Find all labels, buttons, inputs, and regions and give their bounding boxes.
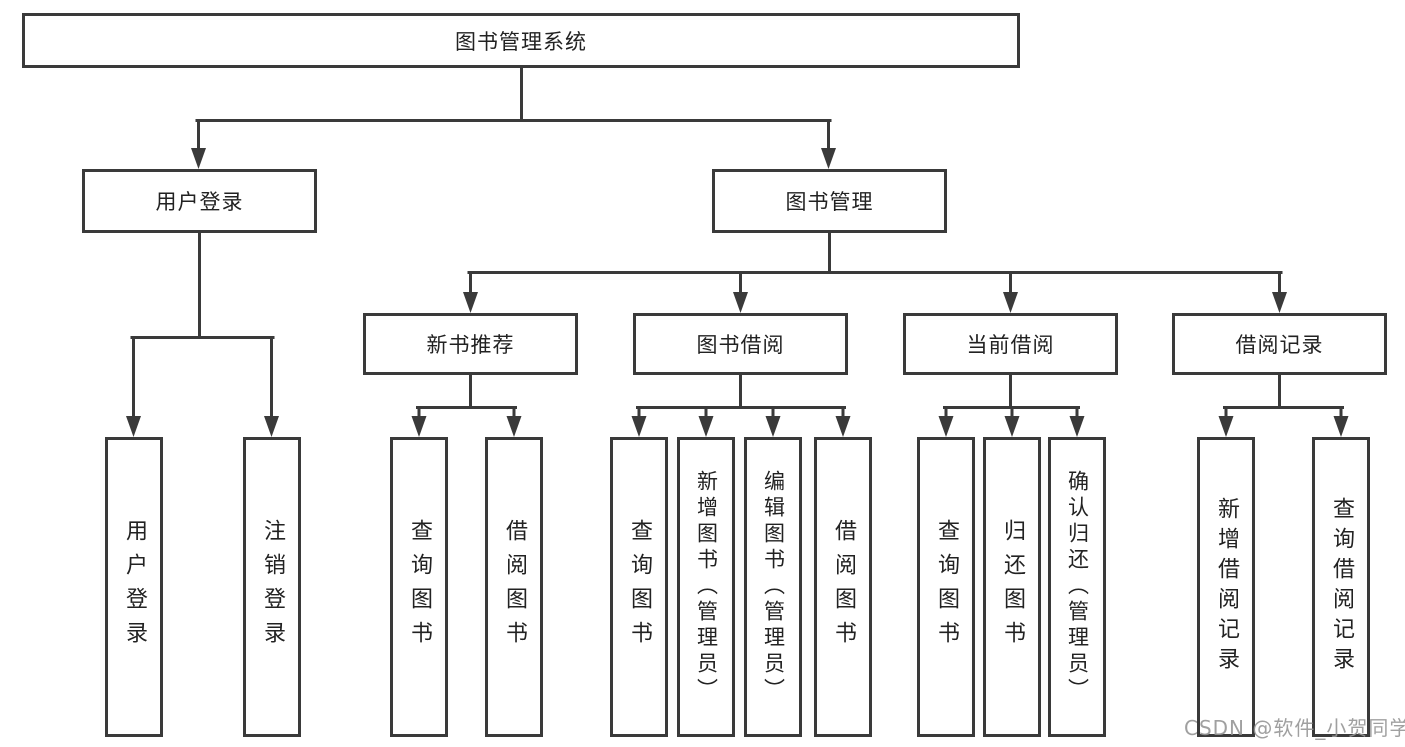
- node-borrow-records: 借阅记录: [1172, 313, 1387, 375]
- arrowhead-icon: [191, 148, 206, 169]
- arrowhead-icon: [938, 416, 954, 437]
- arrowhead-icon: [1333, 416, 1349, 437]
- leaf-current-return-books: 归还图书: [983, 437, 1041, 737]
- arrowhead-icon: [1003, 292, 1018, 313]
- connector-book-borrow-to-leaves: [636, 373, 846, 419]
- arrowhead-icon: [1004, 416, 1020, 437]
- connector-new-book-recommend-to-leaves: [416, 373, 517, 419]
- arrowhead-icon: [631, 416, 647, 437]
- connector-root-to-level2: [195, 66, 832, 150]
- arrowhead-icon: [1218, 416, 1234, 437]
- watermark: CSDN @软件_小贺同学: [1184, 716, 1405, 740]
- node-book-management: 图书管理: [712, 169, 947, 233]
- arrowhead-icon: [733, 292, 748, 313]
- node-book-borrow: 图书借阅: [633, 313, 848, 375]
- connector-book-management-to-level3: [467, 231, 1283, 295]
- connector-current-borrow-to-leaves: [943, 373, 1080, 419]
- connector-user-login-to-leaves: [130, 231, 275, 419]
- node-library-system: 图书管理系统: [22, 13, 1020, 68]
- node-new-book-recommend: 新书推荐: [363, 313, 578, 375]
- leaf-current-confirm-return-admin: 确认归还（管理员）: [1048, 437, 1106, 737]
- arrowhead-icon: [1272, 292, 1287, 313]
- node-current-borrow: 当前借阅: [903, 313, 1118, 375]
- leaf-current-query-books: 查询图书: [917, 437, 975, 737]
- arrowhead-icon: [821, 148, 836, 169]
- leaf-recommend-query-books: 查询图书: [390, 437, 448, 737]
- leaf-recommend-borrow-books: 借阅图书: [485, 437, 543, 737]
- arrowhead-icon: [835, 416, 851, 437]
- leaf-records-add-record: 新增借阅记录: [1197, 437, 1255, 737]
- arrowhead-icon: [463, 292, 478, 313]
- node-user-login: 用户登录: [82, 169, 317, 233]
- arrowhead-icon: [506, 416, 522, 437]
- leaf-records-query-record: 查询借阅记录: [1312, 437, 1370, 737]
- leaf-user-login: 用户登录: [105, 437, 163, 737]
- connector-borrow-records-to-leaves: [1223, 373, 1344, 419]
- arrowhead-icon: [1069, 416, 1085, 437]
- arrowhead-icon: [126, 416, 141, 437]
- leaf-borrow-add-books-admin: 新增图书（管理员）: [677, 437, 735, 737]
- arrowhead-icon: [698, 416, 714, 437]
- arrowhead-icon: [264, 416, 279, 437]
- arrowhead-icon: [411, 416, 427, 437]
- arrowhead-icon: [765, 416, 781, 437]
- leaf-borrow-borrow-books: 借阅图书: [814, 437, 872, 737]
- leaf-borrow-edit-books-admin: 编辑图书（管理员）: [744, 437, 802, 737]
- leaf-borrow-query-books: 查询图书: [610, 437, 668, 737]
- leaf-logout: 注销登录: [243, 437, 301, 737]
